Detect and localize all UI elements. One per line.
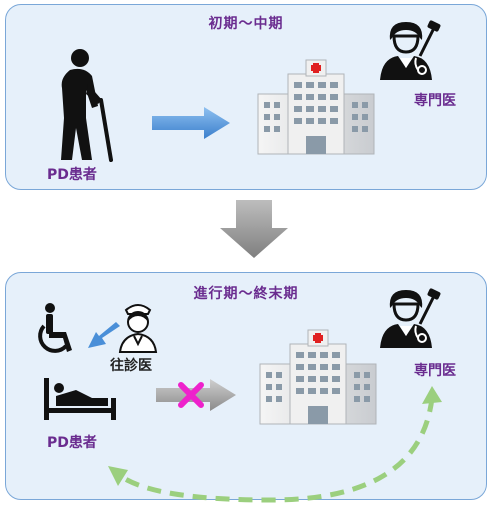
pd-patient-label-bottom: PD患者 (47, 435, 97, 451)
cross-mark-icon (178, 382, 204, 408)
early-mid-stage-title: 初期～中期 (208, 16, 284, 32)
referral-arrow (152, 107, 230, 139)
blocked-referral-arrow (156, 379, 236, 411)
hospital-icon (259, 329, 377, 425)
elderly-person-with-cane-icon (61, 49, 113, 162)
doctor-with-reflex-hammer-icon (380, 288, 441, 348)
home-visit-arrow (88, 322, 120, 348)
transition-down-arrow (220, 200, 288, 258)
home-doctor-label: 往診医 (110, 358, 152, 374)
wheelchair-icon (38, 303, 72, 353)
nurse-icon (118, 304, 158, 353)
specialist-label-top: 専門医 (414, 93, 456, 109)
pd-patient-label-top: PD患者 (47, 167, 97, 183)
hospital-icon (257, 59, 375, 155)
bedridden-patient-icon (44, 378, 116, 420)
doctor-with-reflex-hammer-icon (380, 20, 441, 80)
specialist-label-bottom: 専門医 (414, 363, 456, 379)
advanced-terminal-stage-panel: 進行期～終末期 (5, 272, 487, 500)
advanced-terminal-stage-title: 進行期～終末期 (193, 286, 299, 302)
